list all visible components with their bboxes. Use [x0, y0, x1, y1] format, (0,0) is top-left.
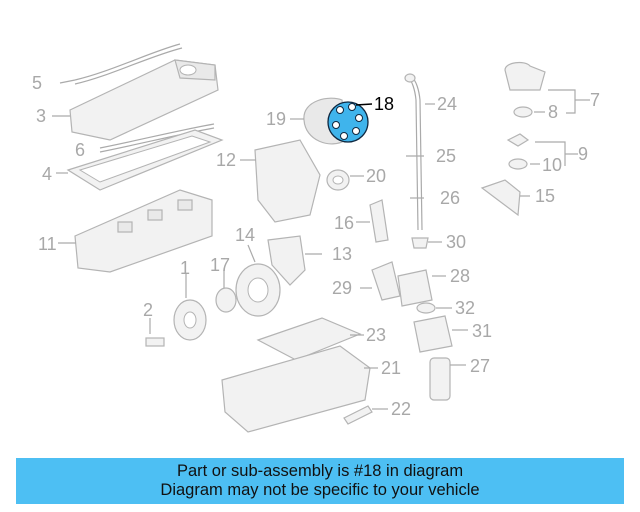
callout-15: 15 — [535, 186, 555, 206]
part-28-29-pump — [360, 261, 446, 307]
callout-30: 30 — [446, 232, 466, 252]
callout-7: 7 — [590, 90, 600, 110]
banner-line-2: Diagram may not be specific to your vehi… — [160, 481, 480, 499]
part-2-bolt — [145, 318, 165, 347]
callout-21: 21 — [381, 358, 401, 378]
callout-18: 18 — [374, 94, 394, 114]
part-22-sealant — [343, 405, 388, 425]
part-16-bracket — [356, 199, 389, 243]
part-11-manifold — [58, 189, 213, 273]
callout-1: 1 — [180, 258, 190, 278]
part-7-8-fitting — [504, 61, 590, 118]
callout-3: 3 — [36, 106, 46, 126]
part-27-filter — [429, 357, 466, 401]
callout-11: 11 — [38, 234, 57, 254]
callout-17: 17 — [210, 255, 230, 275]
callout-24: 24 — [437, 94, 457, 114]
callout-2: 2 — [143, 300, 153, 320]
part-18-sprocket-highlighted — [327, 101, 373, 143]
part-15-bracket — [480, 179, 530, 217]
part-24-26-dipstick — [404, 73, 435, 231]
callout-20: 20 — [366, 166, 386, 186]
part-5-gasket — [59, 43, 183, 85]
callout-31: 31 — [472, 321, 492, 341]
callout-19: 19 — [266, 109, 286, 129]
part-3-valve-cover — [52, 59, 219, 141]
part-32-oring — [416, 302, 452, 314]
part-1-crank-pulley — [173, 274, 207, 341]
callout-8: 8 — [548, 102, 558, 122]
callout-22: 22 — [391, 399, 411, 419]
part-17-gear — [215, 263, 281, 317]
callout-5: 5 — [32, 73, 42, 93]
callout-16: 16 — [334, 213, 354, 233]
callout-26: 26 — [440, 188, 460, 208]
callout-9: 9 — [578, 144, 588, 164]
part-30-plug — [411, 237, 442, 249]
callout-13: 13 — [332, 244, 352, 264]
part-21-oil-pan — [221, 345, 378, 433]
info-banner: Part or sub-assembly is #18 in diagram D… — [16, 458, 624, 504]
exploded-parts-diagram: 5 3 6 4 11 12 19 18 24 25 26 20 16 13 14… — [32, 43, 600, 433]
callout-12: 12 — [216, 150, 236, 170]
part-31-filter-housing — [413, 315, 468, 353]
part-4-gasket — [56, 129, 224, 191]
callout-6: 6 — [75, 140, 85, 160]
callout-32: 32 — [455, 298, 475, 318]
part-6-gasket — [99, 123, 215, 153]
part-9-10-fitting — [506, 133, 578, 170]
banner-line-1: Part or sub-assembly is #18 in diagram — [176, 462, 464, 480]
callout-4: 4 — [42, 164, 52, 184]
callout-25: 25 — [436, 146, 456, 166]
callout-10: 10 — [542, 155, 562, 175]
callout-14: 14 — [235, 225, 255, 245]
part-20-pulley — [326, 169, 364, 191]
callout-28: 28 — [450, 266, 470, 286]
callout-27: 27 — [470, 356, 490, 376]
callout-23: 23 — [366, 325, 386, 345]
part-13-14-cover — [247, 235, 322, 286]
callout-29: 29 — [332, 278, 352, 298]
part-23-baffle — [256, 317, 364, 361]
part-12-timing-cover — [240, 139, 321, 223]
